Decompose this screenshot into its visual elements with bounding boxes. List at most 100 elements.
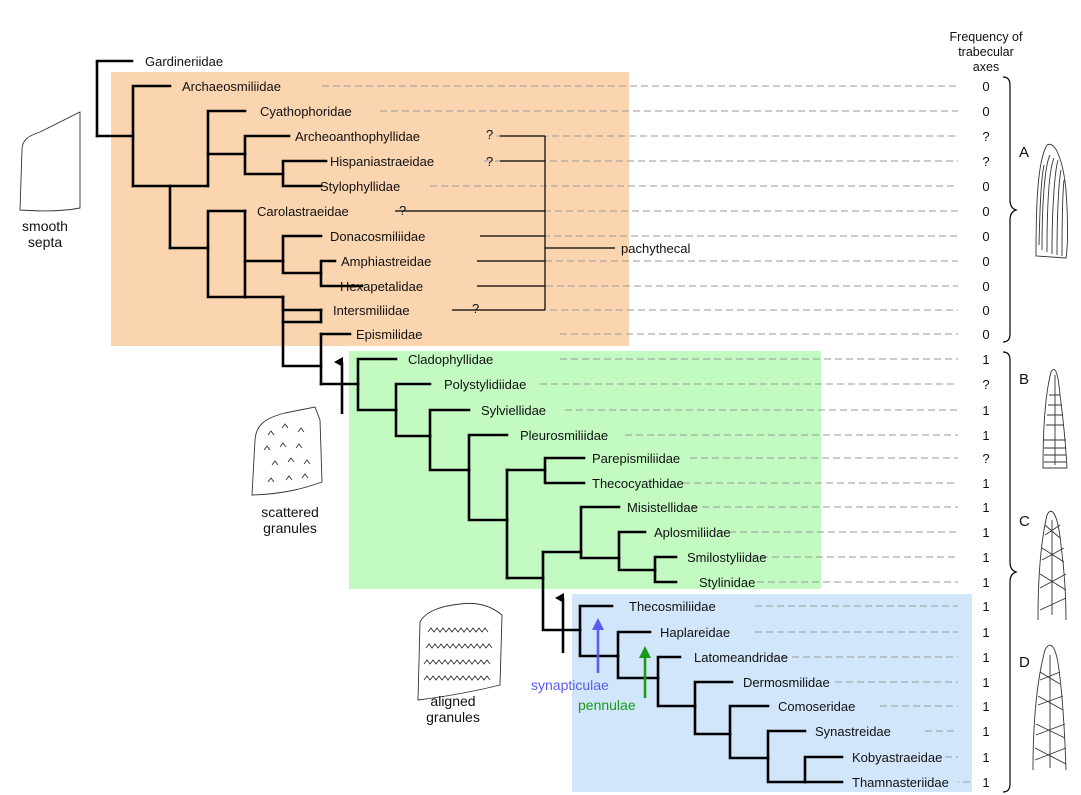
taxon-label-donacosmiliidae: Donacosmiliidae <box>330 229 425 244</box>
taxon-label-hexapetalidae: Hexapetalidae <box>340 279 423 294</box>
taxon-label-kobyastraeidae: Kobyastraeidae <box>852 750 942 765</box>
frequency-value-latomeandridae: 1 <box>982 650 989 665</box>
aligned-granules-caption-line2: granules <box>426 709 480 725</box>
frequency-value-intersmiliidae: 0 <box>982 303 989 318</box>
question-mark-carolastraeidae: ? <box>399 203 406 218</box>
question-mark-hispaniastraeidae: ? <box>486 154 493 169</box>
taxon-label-aplosmiliidae: Aplosmiliidae <box>654 525 731 540</box>
taxon-label-thamnasteriidae: Thamnasteriidae <box>852 775 949 790</box>
frequency-value-dermosmilidae: 1 <box>982 675 989 690</box>
smooth-septa-sketch <box>19 111 81 212</box>
synapticulae-label: synapticulae <box>531 677 609 693</box>
frequency-value-sylviellidae: 1 <box>982 403 989 418</box>
taxon-label-misistellidae: Misistellidae <box>627 500 698 515</box>
frequency-value-aplosmiliidae: 1 <box>982 525 989 540</box>
taxon-label-archaeosmiliidae: Archaeosmiliidae <box>182 79 281 94</box>
frequency-value-donacosmiliidae: 0 <box>982 229 989 244</box>
septum-sketch-c <box>1037 510 1067 621</box>
pachythecal-label: pachythecal <box>621 241 690 256</box>
frequency-value-smilostyliidae: 1 <box>982 550 989 565</box>
taxon-label-stylophyllidae: Stylophyllidae <box>320 179 400 194</box>
taxon-label-intersmiliidae: Intersmiliidae <box>333 303 410 318</box>
frequency-value-amphiastreidae: 0 <box>982 254 989 269</box>
taxon-label-epismilidae: Epismilidae <box>356 327 422 342</box>
frequency-value-parepismiliidae: ? <box>982 451 989 466</box>
arrowhead-synapticulae <box>592 618 604 630</box>
taxon-label-amphiastreidae: Amphiastreidae <box>341 254 431 269</box>
frequency-value-synastreidae: 1 <box>982 724 989 739</box>
taxon-label-comoseridae: Comoseridae <box>778 699 855 714</box>
taxon-label-archeoanthophyllidae: Archeoanthophyllidae <box>295 129 420 144</box>
pennulae-label: pennulae <box>578 697 636 713</box>
brace-bcd <box>1002 351 1018 793</box>
taxon-label-dermosmilidae: Dermosmilidae <box>743 675 830 690</box>
scattered-granules-caption-line2: granules <box>263 520 317 536</box>
taxon-label-gardineriidae: Gardineriidae <box>145 54 223 69</box>
frequency-value-carolastraeidae: 0 <box>982 204 989 219</box>
pachythecal-bracket <box>395 135 615 311</box>
frequency-value-haplareidae: 1 <box>982 625 989 640</box>
taxon-label-latomeandridae: Latomeandridae <box>694 650 788 665</box>
frequency-value-polystylidiidae: ? <box>982 377 989 392</box>
group-box-smooth <box>111 72 629 346</box>
panel-letter-d: D <box>1019 654 1030 671</box>
taxon-label-carolastraeidae: Carolastraeidae <box>257 204 349 219</box>
frequency-header-line2: trabecular <box>958 45 1014 59</box>
septum-sketch-d <box>1032 644 1067 771</box>
taxon-label-synastreidae: Synastreidae <box>815 724 891 739</box>
frequency-value-pleurosmiliidae: 1 <box>982 428 989 443</box>
taxon-label-cyathophoridae: Cyathophoridae <box>260 104 352 119</box>
panel-letter-a: A <box>1019 144 1029 161</box>
frequency-value-thecosmiliidae: 1 <box>982 599 989 614</box>
frequency-value-hexapetalidae: 0 <box>982 279 989 294</box>
frequency-value-thecocyathidae: 1 <box>982 476 989 491</box>
frequency-header-line1: Frequency of <box>950 30 1023 44</box>
panel-letter-b: B <box>1019 371 1029 388</box>
taxon-label-polystylidiidae: Polystylidiidae <box>444 377 526 392</box>
frequency-value-cladophyllidae: 1 <box>982 352 989 367</box>
dashed-leader-lines <box>322 85 970 783</box>
taxon-label-cladophyllidae: Cladophyllidae <box>408 352 493 367</box>
frequency-values: 0 0?? 0 0 0 0 0 0 0 1? 1 1? 1 1 1 1 1 1 1 1 1 1 1 1 1 <box>982 79 989 790</box>
taxon-label-stylinidae: Stylinidae <box>699 575 755 590</box>
panel-letter-c: C <box>1019 513 1030 530</box>
smooth-septa-caption-line1: smooth <box>22 218 68 234</box>
aligned-granules-caption-line1: aligned <box>430 693 475 709</box>
frequency-value-stylinidae: 1 <box>982 575 989 590</box>
frequency-value-stylophyllidae: 0 <box>982 179 989 194</box>
frequency-header: Frequency of trabecular axes <box>950 30 1023 74</box>
frequency-value-thamnasteriidae: 1 <box>982 775 989 790</box>
arrowhead-pennulae <box>639 646 651 658</box>
taxon-label-thecocyathidae: Thecocyathidae <box>592 476 684 491</box>
frequency-value-kobyastraeidae: 1 <box>982 750 989 765</box>
aligned-granules-sketch <box>417 603 503 701</box>
septum-sketch-b <box>1042 368 1068 469</box>
taxon-label-thecosmiliidae: Thecosmiliidae <box>629 599 716 614</box>
question-mark-archeoanthophyllidae: ? <box>486 127 493 142</box>
group-box-scattered <box>349 351 821 589</box>
scattered-granules-sketch <box>251 406 323 496</box>
frequency-value-archaeosmiliidae: 0 <box>982 79 989 94</box>
taxon-label-parepismiliidae: Parepismiliidae <box>592 451 680 466</box>
brace-a <box>1002 76 1018 343</box>
phylogenetic-tree <box>95 59 844 784</box>
frequency-value-hispaniastraeidae: ? <box>982 154 989 169</box>
taxon-label-smilostyliidae: Smilostyliidae <box>687 550 766 565</box>
group-box-aligned <box>572 594 972 792</box>
taxon-labels: GardineriidaeArchaeosmiliidaeCyathophori… <box>145 54 949 790</box>
taxon-label-pleurosmiliidae: Pleurosmiliidae <box>520 428 608 443</box>
septum-sketch-a <box>1035 143 1068 259</box>
frequency-value-epismilidae: 0 <box>982 327 989 342</box>
taxon-label-sylviellidae: Sylviellidae <box>481 403 546 418</box>
question-mark-intersmiliidae: ? <box>472 301 479 316</box>
frequency-value-cyathophoridae: 0 <box>982 104 989 119</box>
frequency-value-comoseridae: 1 <box>982 699 989 714</box>
frequency-value-misistellidae: 1 <box>982 500 989 515</box>
frequency-value-archeoanthophyllidae: ? <box>982 129 989 144</box>
right-braces <box>1002 76 1018 793</box>
scattered-granules-caption-line1: scattered <box>261 504 319 520</box>
taxon-label-haplareidae: Haplareidae <box>660 625 730 640</box>
smooth-septa-caption-line2: septa <box>28 234 62 250</box>
